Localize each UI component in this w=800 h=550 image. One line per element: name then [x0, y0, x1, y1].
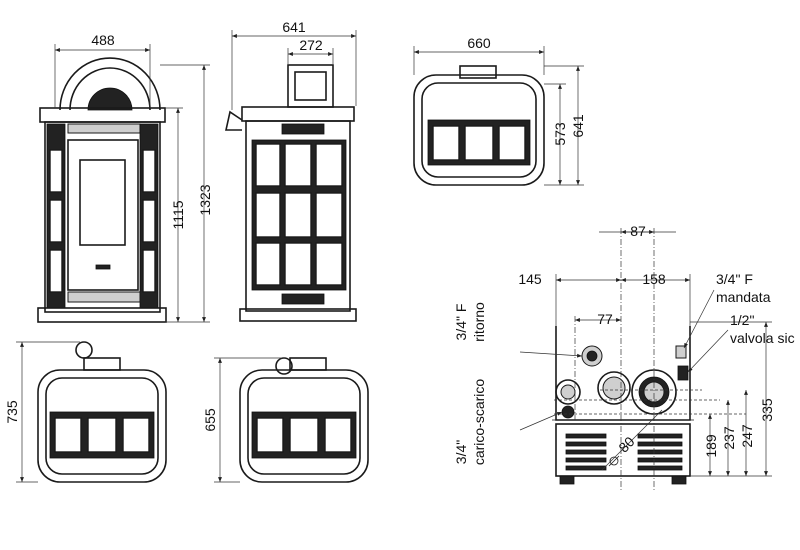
side-tile-3 [315, 143, 343, 187]
rear-base-grille [555, 423, 691, 477]
side-tile-9 [315, 242, 343, 286]
plan-b-flue-circle [275, 357, 293, 375]
dim-side-top-width: 272 [299, 37, 323, 53]
dim-rear-158: 158 [642, 271, 666, 287]
front-left-tile-3 [49, 249, 63, 293]
dim-top-depth-inner: 573 [552, 122, 568, 146]
side-tile-6 [315, 192, 343, 238]
dim-height-body: 1115 [170, 200, 186, 229]
plan-b-tile-1 [256, 417, 284, 453]
plan-a-tile-2 [87, 417, 117, 453]
dim-rear-335: 335 [759, 398, 775, 422]
plan-a-flue-circle [75, 341, 93, 359]
dim-plan-a-depth: 735 [4, 400, 20, 424]
side-plinth [239, 308, 357, 322]
plan-a-tile-3 [122, 417, 150, 453]
front-door [67, 139, 139, 291]
side-tile-5 [284, 192, 312, 238]
front-door-handle [95, 264, 111, 270]
side-flue-box-inner [294, 71, 327, 101]
side-cornice [241, 106, 355, 122]
side-tile-7 [255, 242, 281, 286]
side-view: 641 272 [225, 19, 357, 322]
dim-rear-247: 247 [739, 424, 755, 448]
label-valvola: valvola sic [730, 330, 795, 346]
label-carico-scarico: carico-scarico [471, 379, 487, 466]
front-base-band [67, 291, 141, 303]
rear-grille-slots [565, 433, 683, 471]
side-tile-2 [284, 143, 312, 187]
plan-a-inner-rim [45, 377, 159, 475]
side-top-band [281, 123, 325, 135]
side-bottom-band [281, 293, 325, 305]
front-cornice-band [67, 123, 141, 134]
label-ritorno: ritorno [471, 302, 487, 342]
label-mandata-size: 3/4" F [716, 271, 753, 287]
valvola-fitting [677, 365, 689, 381]
rear-body-outline [555, 326, 691, 421]
top-flue [459, 65, 497, 79]
front-right-tile-2 [142, 199, 156, 243]
dim-rear-189: 189 [703, 434, 719, 458]
plan-a-tile-1 [54, 417, 82, 453]
dim-rear-77: 77 [597, 311, 613, 327]
rear-left-foot [559, 475, 575, 485]
front-right-tile-1 [142, 149, 156, 193]
rear-right-foot [671, 475, 687, 485]
dim-top-depth: 641 [570, 114, 586, 138]
side-tile-8 [284, 242, 312, 286]
dim-rear-87: 87 [630, 223, 646, 239]
air-intake [597, 371, 631, 405]
plan-a-outer-rim [37, 369, 167, 483]
top-front-tile-3 [498, 125, 526, 161]
dim-height-total: 1323 [197, 184, 213, 215]
front-left-tile-1 [49, 149, 63, 193]
dim-top-width: 660 [467, 35, 491, 51]
front-arch-vent [87, 87, 133, 111]
plan-b-tile-3 [324, 417, 352, 453]
front-plinth [37, 307, 167, 323]
carico-scarico-outer [555, 379, 581, 405]
dim-side-width: 641 [282, 19, 306, 35]
side-tile-4 [255, 192, 281, 238]
label-ritorno-size: 3/4" F [453, 304, 469, 341]
plan-a-flue [83, 357, 121, 371]
side-body [245, 120, 351, 312]
plan-view-b: 655 [202, 357, 369, 483]
top-plan-view: 660 573 641 [413, 35, 586, 186]
dim-rear-145: 145 [518, 271, 542, 287]
front-view: 488 [37, 32, 167, 323]
dim-plan-b-depth: 655 [202, 408, 218, 432]
height-dimensions: 1115 1323 [160, 64, 213, 323]
plan-b-inner-rim [247, 377, 361, 475]
label-carico-size: 3/4" [453, 440, 469, 464]
side-tile-1 [255, 143, 281, 187]
dim-rear-237: 237 [721, 426, 737, 450]
top-front-tile-2 [464, 125, 494, 161]
label-mandata: mandata [716, 289, 771, 305]
front-left-tile-2 [49, 199, 63, 243]
rear-connections-view: 87 145 158 77 80 189 237 247 335 3/4" F … [453, 223, 795, 490]
mandata-fitting [675, 345, 687, 359]
front-arch [59, 57, 161, 111]
front-body [44, 121, 161, 313]
side-rear-handle [225, 110, 243, 131]
front-door-glass [79, 159, 126, 246]
top-outer-rim [413, 74, 545, 186]
front-right-tile-3 [142, 249, 156, 293]
plan-b-flue [289, 357, 327, 371]
top-front-tile-1 [432, 125, 460, 161]
plan-b-outer-rim [239, 369, 369, 483]
carico-scarico-fitting [561, 405, 575, 419]
label-valvola-size: 1/2" [730, 312, 754, 328]
plan-view-a: 735 [4, 341, 167, 483]
top-inner-rim [421, 82, 537, 178]
front-arch-inner [69, 67, 151, 111]
plan-b-tile-2 [289, 417, 319, 453]
dim-front-width: 488 [91, 32, 115, 48]
dim-rear-80: 80 [615, 433, 637, 455]
